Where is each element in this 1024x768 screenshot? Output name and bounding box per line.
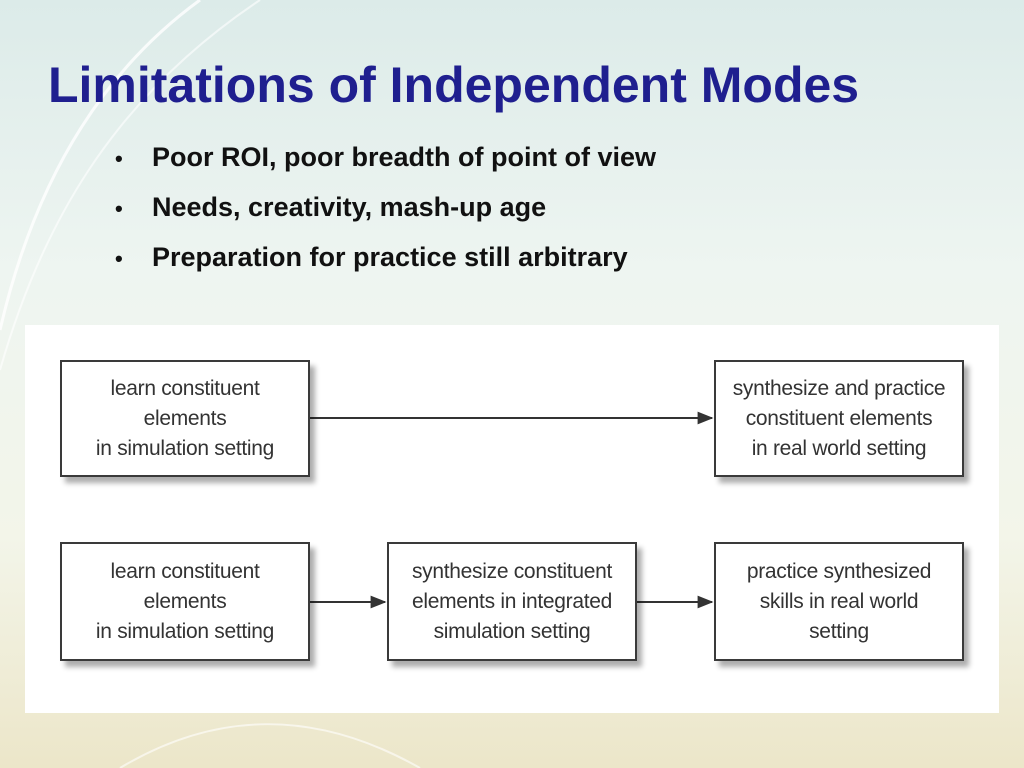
box-line: setting [809, 619, 869, 643]
box-line: constituent elements [745, 406, 933, 430]
box-line: in simulation setting [95, 619, 275, 643]
bullet-item: • Poor ROI, poor breadth of point of vie… [115, 142, 656, 192]
box-line: in simulation setting [95, 436, 275, 460]
box-line: synthesize and practice [732, 376, 946, 400]
box-line: learn constituent [110, 559, 260, 583]
box-line: learn constituent [110, 376, 260, 400]
bullet-text: Poor ROI, poor breadth of point of view [152, 142, 656, 172]
box-line: skills in real world [759, 589, 919, 613]
bullet-text: Needs, creativity, mash-up age [152, 192, 547, 222]
box-line: practice synthesized [746, 559, 932, 583]
box-line: simulation setting [433, 619, 591, 643]
bullet-item: • Preparation for practice still arbitra… [115, 242, 656, 292]
bullet-item: • Needs, creativity, mash-up age [115, 192, 656, 242]
box-line: in real world setting [751, 436, 927, 460]
bullet-dot-icon: • [115, 146, 123, 171]
process-diagram: learn constituent elements in simulation… [25, 325, 999, 713]
box-row1-synthesize-practice-real-world: synthesize and practice constituent elem… [714, 360, 964, 477]
box-row1-learn-simulation: learn constituent elements in simulation… [60, 360, 310, 477]
box-row2-synthesize-integrated-simulation: synthesize constituent elements in integ… [387, 542, 637, 661]
box-line: elements [143, 406, 227, 430]
box-line: synthesize constituent [411, 559, 613, 583]
box-line: elements [143, 589, 227, 613]
bullet-list: • Poor ROI, poor breadth of point of vie… [115, 142, 656, 292]
box-row2-practice-real-world: practice synthesized skills in real worl… [714, 542, 964, 661]
bullet-text: Preparation for practice still arbitrary [152, 242, 628, 272]
bullet-dot-icon: • [115, 246, 123, 271]
diagram-arrows [298, 411, 714, 609]
box-line: elements in integrated [411, 589, 613, 613]
bullet-dot-icon: • [115, 196, 123, 221]
box-row2-learn-simulation: learn constituent elements in simulation… [60, 542, 310, 661]
slide-title: Limitations of Independent Modes [48, 57, 860, 113]
